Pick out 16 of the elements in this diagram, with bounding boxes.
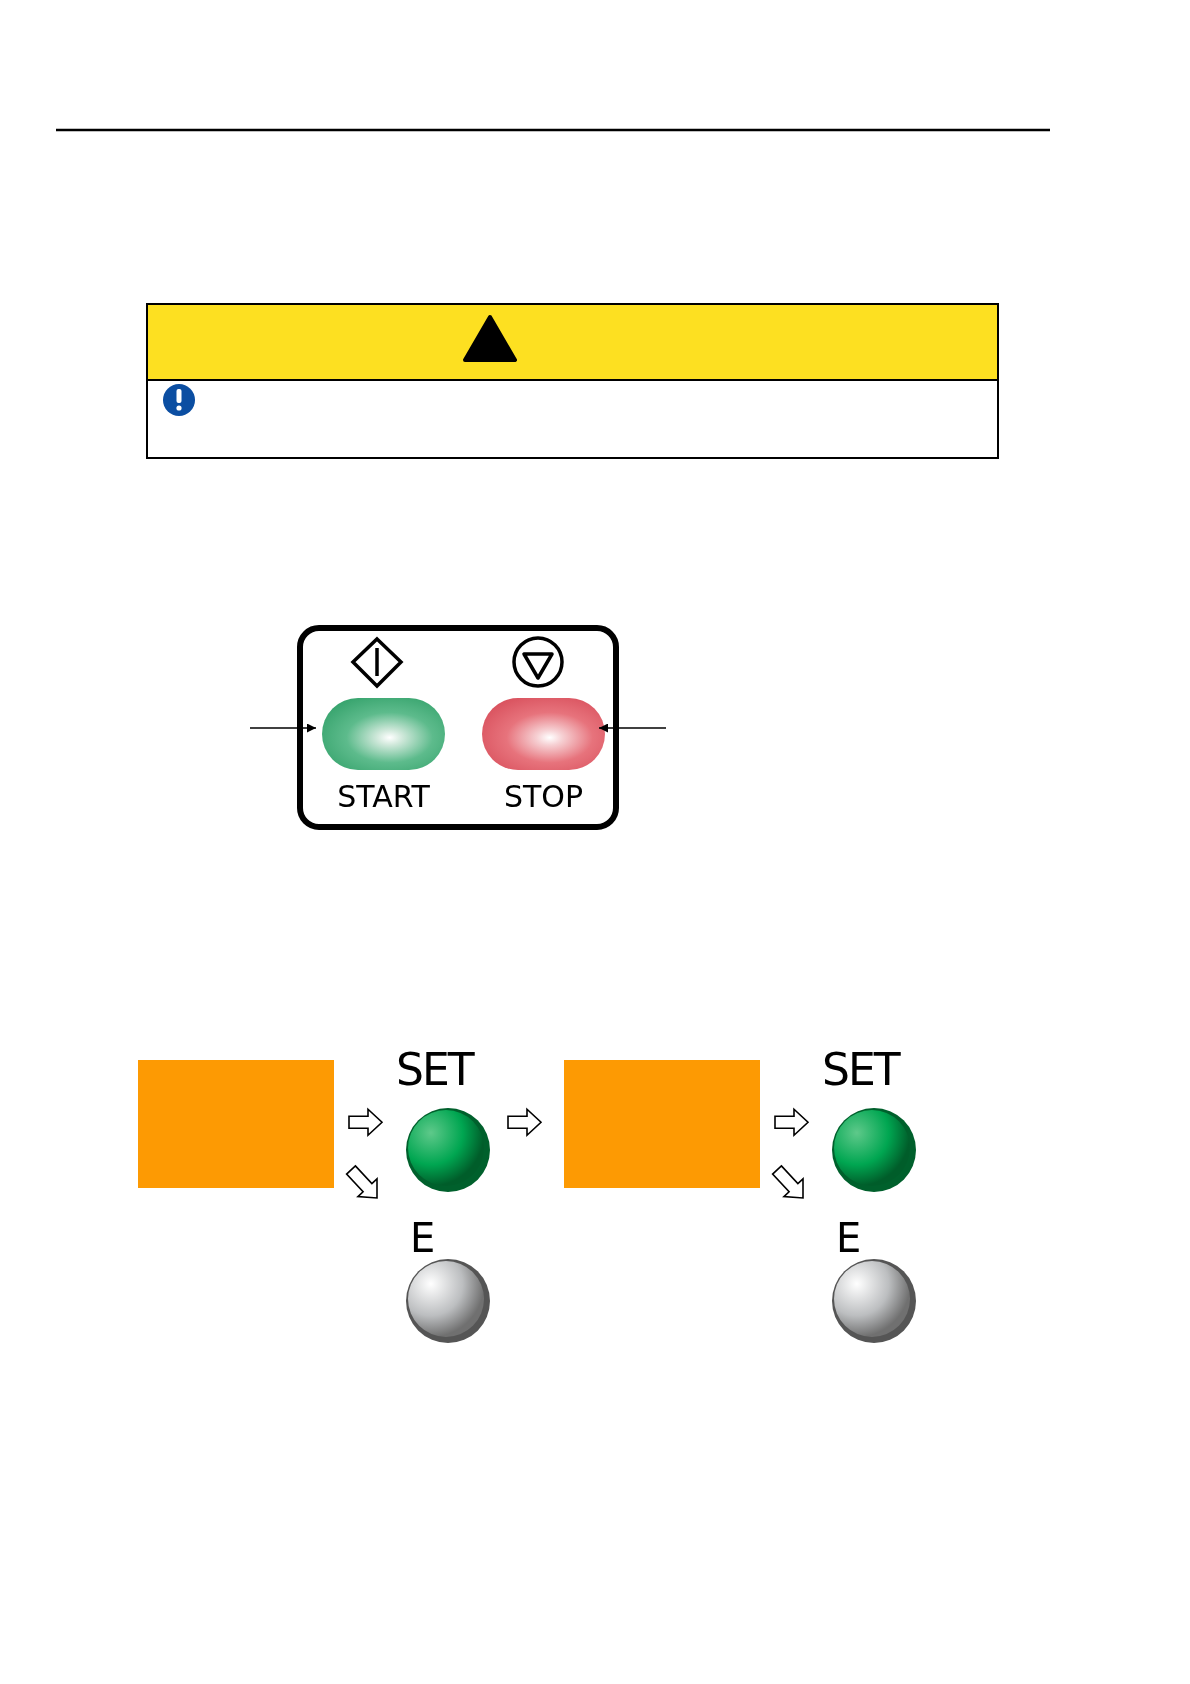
- leader-arrow: [249, 723, 317, 733]
- leader-arrow: [598, 723, 667, 733]
- e-label: E: [410, 1218, 436, 1258]
- set-label: SET: [396, 1048, 473, 1092]
- start-label: START: [336, 782, 431, 812]
- hollow-arrow: [348, 1107, 384, 1138]
- stop-label: STOP: [502, 782, 585, 812]
- display-box: [564, 1060, 760, 1188]
- e-label: E: [836, 1218, 862, 1258]
- hollow-arrow: [507, 1107, 543, 1138]
- hollow-arrow: [771, 1164, 804, 1199]
- hollow-arrow: [345, 1164, 378, 1199]
- control-panel: [297, 625, 619, 830]
- hollow-arrow: [774, 1107, 810, 1138]
- set-label: SET: [822, 1048, 899, 1092]
- display-box: [138, 1060, 334, 1188]
